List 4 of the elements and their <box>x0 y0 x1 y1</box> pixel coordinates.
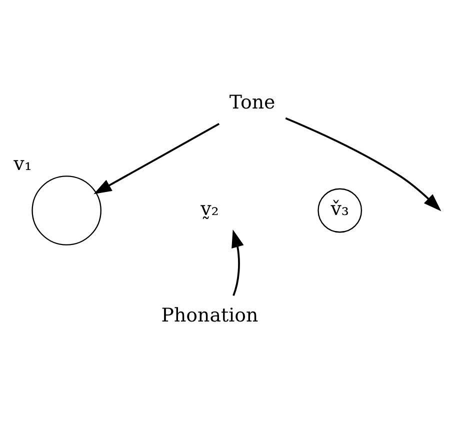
node-text: v̰₂ <box>200 198 219 220</box>
node-text: Phonation <box>161 304 258 326</box>
node-label: v₁ <box>14 153 32 176</box>
node-text: Tone <box>229 92 276 114</box>
